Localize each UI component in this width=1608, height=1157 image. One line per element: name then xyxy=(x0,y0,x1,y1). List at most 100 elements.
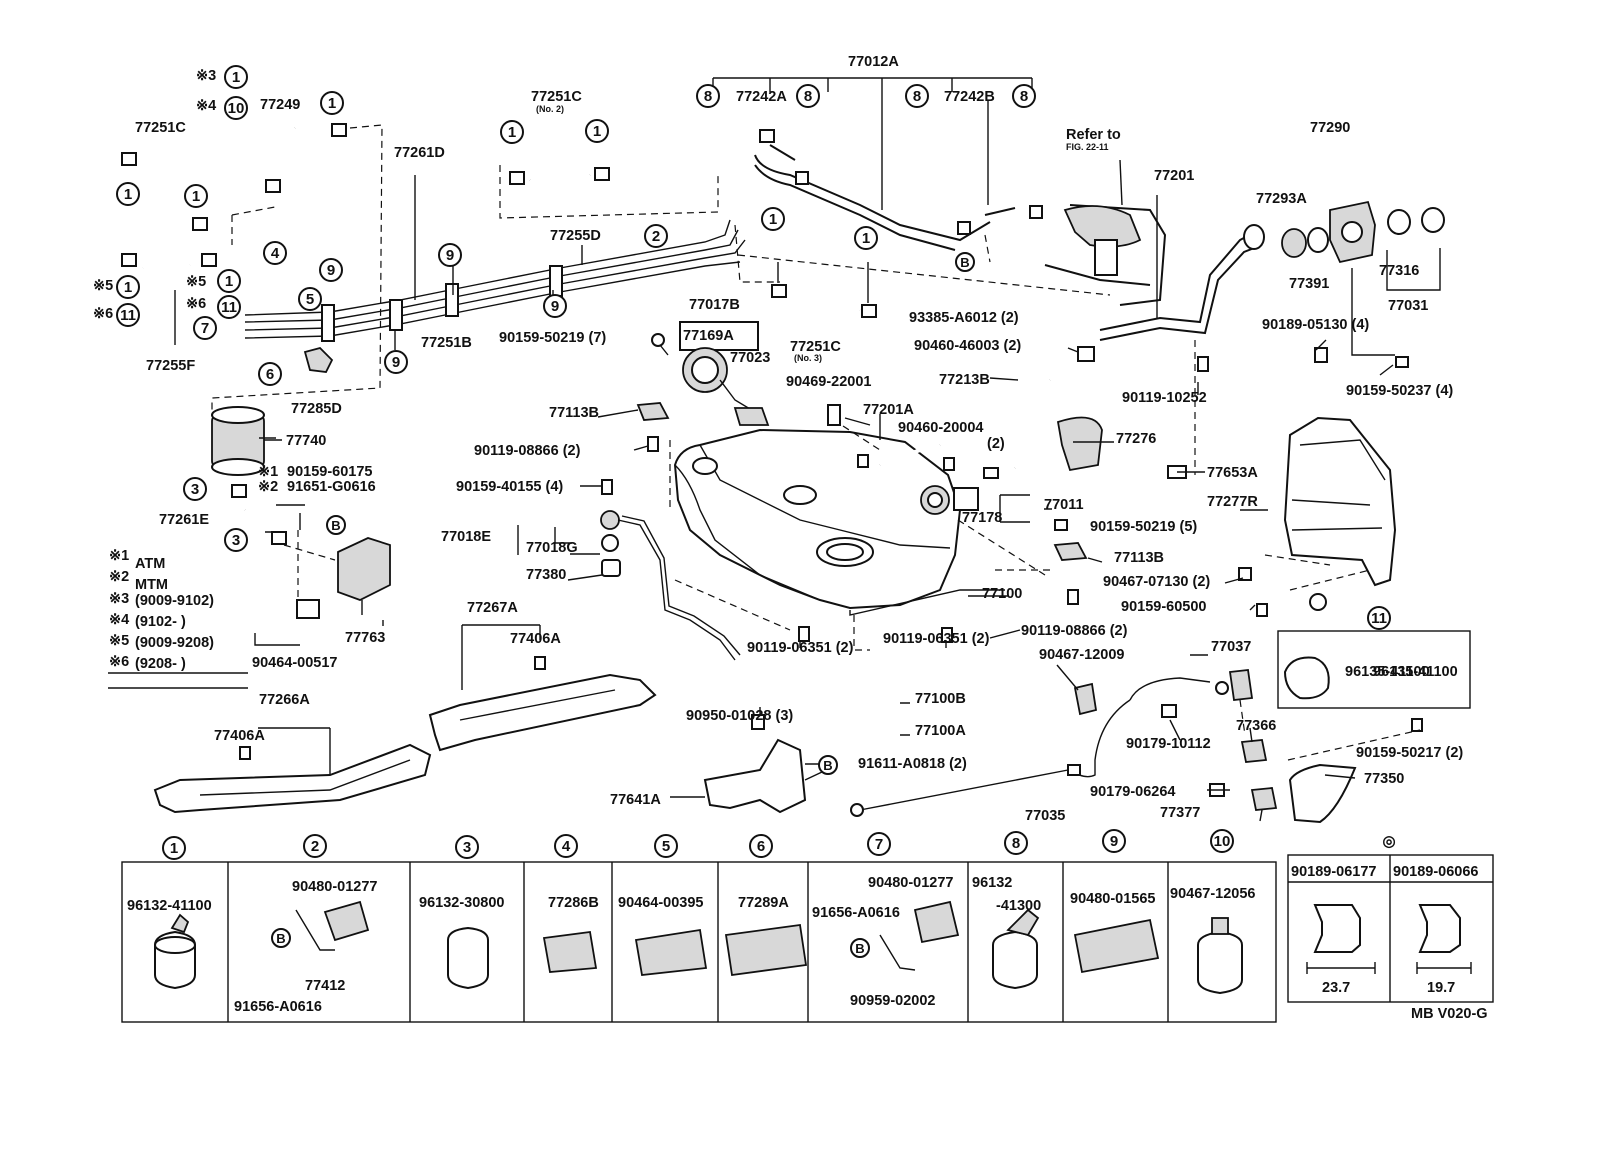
note-text: ATM xyxy=(135,556,165,572)
diagram-code: MB V020-G xyxy=(1411,1006,1488,1022)
part-label: 90179-06264 xyxy=(1090,784,1175,800)
legend-part-label: 77289A xyxy=(738,895,789,911)
part-labels: 77012A 77242A 77242B 77251C (No. 2) 7724… xyxy=(135,54,1463,824)
ref-number: 1 xyxy=(862,230,870,247)
plug-dimension: 19.7 xyxy=(1427,980,1455,996)
ref-number-circle xyxy=(116,182,140,206)
ref-number: 5 xyxy=(662,838,670,855)
legend-part-label: 90480-01565 xyxy=(1070,891,1155,907)
ref-number: 1 xyxy=(225,273,233,290)
part-label: 90159-50219 (5) xyxy=(1090,519,1197,535)
note-mark: ※3 xyxy=(109,591,129,607)
plug-mark: ◎ xyxy=(1382,833,1395,850)
part-label: 77251B xyxy=(421,335,472,351)
ref-number: 9 xyxy=(392,354,400,371)
ref-number: 8 xyxy=(1012,835,1020,852)
part-label: 90159-60175 xyxy=(287,464,372,480)
callout-mark: ※2 xyxy=(258,479,278,495)
ref-number: 4 xyxy=(562,838,571,855)
note-text: (9009-9208) xyxy=(135,635,214,651)
part-label: 77641A xyxy=(610,792,661,808)
ref-number-circle xyxy=(184,184,208,208)
legend-part-label: 96132-30800 xyxy=(419,895,504,911)
ref-number: 10 xyxy=(1214,833,1231,850)
ref-number-circle xyxy=(384,350,408,374)
left-hose-set xyxy=(121,123,383,416)
part-label: FIG. 22-11 xyxy=(1066,142,1109,152)
part-label: 90159-50237 (4) xyxy=(1346,383,1453,399)
part-label: 90467-07130 (2) xyxy=(1103,574,1210,590)
b-marker: B xyxy=(823,758,832,773)
legend-part-label: 96132 xyxy=(972,875,1012,891)
b-marker-circle xyxy=(955,252,975,272)
part-label: 90119-10252 xyxy=(1122,390,1207,406)
part-label: 90159-50217 (2) xyxy=(1356,745,1463,761)
ref-number: 1 xyxy=(593,123,601,140)
part-label: 91651-G0616 xyxy=(287,479,376,495)
part-label: 77242B xyxy=(944,89,995,105)
part-label: 77011 xyxy=(1044,497,1084,513)
ref-number-circle xyxy=(1004,831,1028,855)
b-marker-circle xyxy=(850,938,870,958)
part-label: 91611-A0818 (2) xyxy=(858,756,967,772)
ref-number-circle xyxy=(585,119,609,143)
part-label: 77017B xyxy=(689,297,740,313)
part-label: 77037 xyxy=(1211,639,1251,655)
ref-number-circle xyxy=(1367,606,1391,630)
note-mark: ※1 xyxy=(109,548,129,564)
ref-number-circle xyxy=(696,84,720,108)
ref-number: 9 xyxy=(327,262,335,279)
part-label: 77031 xyxy=(1388,298,1428,314)
part-label: 77213B xyxy=(939,372,990,388)
part-label: 77255F xyxy=(146,358,195,374)
ref-number: 10 xyxy=(228,100,245,117)
hose-no3 xyxy=(771,262,877,318)
plug-part: 90189-06066 xyxy=(1393,864,1478,880)
part-label: 77178 xyxy=(962,510,1002,526)
ref-number: 1 xyxy=(192,188,200,205)
callout-mark: ※1 xyxy=(258,464,278,480)
part-label: 77100 xyxy=(982,586,1022,602)
part-label: 77113B xyxy=(1114,550,1164,566)
ref-number: 1 xyxy=(170,840,178,857)
note-text: (9009-9102) xyxy=(135,593,214,609)
part-label: 77391 xyxy=(1289,276,1329,292)
ref-number: 5 xyxy=(306,291,314,308)
part-label: 90460-46003 (2) xyxy=(914,338,1021,354)
ref-number: 7 xyxy=(875,836,883,853)
ref-number: 8 xyxy=(804,88,812,105)
ref-number-circle xyxy=(867,832,891,856)
ref-number-circle xyxy=(761,207,785,231)
filler-pipe xyxy=(1099,195,1445,479)
ref-number-circle xyxy=(263,241,287,265)
part-label: 77255D xyxy=(550,228,601,244)
part-label: 77169A xyxy=(683,328,734,344)
part-label: 90189-05130 (4) xyxy=(1262,317,1369,333)
charcoal-canister xyxy=(296,537,391,619)
ref-number: 2 xyxy=(311,838,319,855)
part-label: 77316 xyxy=(1379,263,1419,279)
ref-number-circle xyxy=(183,477,207,501)
drawing-layer xyxy=(121,77,1445,824)
ref-number: 6 xyxy=(266,366,274,383)
callout-mark: ※6 xyxy=(93,306,113,322)
b-marker: B xyxy=(960,255,969,270)
part-label: 90159-60500 xyxy=(1121,599,1206,615)
part-label: 77740 xyxy=(286,433,326,449)
ref-number: 3 xyxy=(463,839,471,856)
ref-number-circle xyxy=(217,295,241,319)
clamp-legend-table: 96132-4110090480-012777741291656-A061696… xyxy=(121,630,1494,1023)
legend-part-label: 91656-A0616 xyxy=(812,905,900,921)
part-label: 77251C xyxy=(790,339,841,355)
main-fuel-lines xyxy=(244,175,1111,350)
part-label: 77276 xyxy=(1116,431,1156,447)
ref-number: 2 xyxy=(652,228,660,245)
part-label: 77249 xyxy=(260,97,300,113)
ref-number-circle xyxy=(654,834,678,858)
fuel-filter xyxy=(211,406,336,613)
part-label: 77261D xyxy=(394,145,445,161)
